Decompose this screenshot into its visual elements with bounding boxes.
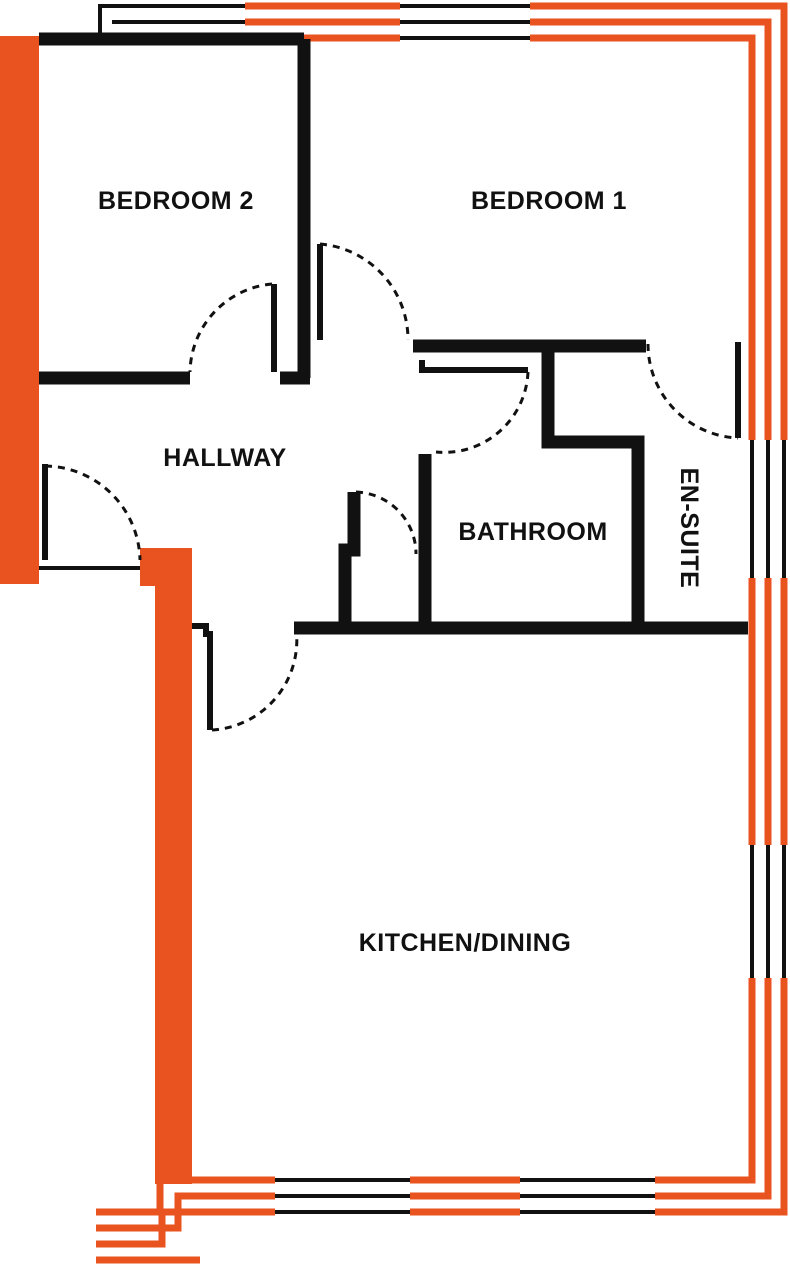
bottom-external-wall xyxy=(96,1176,520,1264)
room-label-hallway: HALLWAY xyxy=(163,444,286,472)
cupboard-door-swing xyxy=(355,490,418,555)
kitchen-door-swing xyxy=(211,627,299,732)
room-label-bathroom: BATHROOM xyxy=(458,518,607,546)
kitchen-right-window xyxy=(750,845,786,978)
kitchen-door-leaf xyxy=(192,623,213,730)
entrance-door-swing xyxy=(44,464,142,561)
ensuite-window xyxy=(750,440,786,578)
bathroom-door-leaf xyxy=(419,360,528,373)
door-swings xyxy=(44,242,739,732)
ensuite-door-swing xyxy=(646,343,739,440)
room-label-en-suite: EN-SUITE xyxy=(675,468,703,589)
kitchen-bottom-window-2 xyxy=(520,1178,655,1214)
room-labels: BEDROOM 2 BEDROOM 1 HALLWAY BATHROOM EN-… xyxy=(98,187,703,957)
room-label-bedroom-1: BEDROOM 1 xyxy=(471,187,627,215)
kitchen-left-external-wall xyxy=(155,548,192,1184)
windows xyxy=(39,4,786,1214)
bedroom1-door-swing xyxy=(319,242,410,341)
internal-walls xyxy=(39,32,748,730)
top-external-wall xyxy=(245,2,788,440)
room-label-bedroom-2: BEDROOM 2 xyxy=(98,187,254,215)
ensuite-divider-wall xyxy=(541,346,645,628)
left-external-wall xyxy=(0,36,39,584)
bathroom-door-swing xyxy=(435,371,530,454)
kitchen-corner-block xyxy=(140,548,170,586)
cupboard-wall xyxy=(338,492,361,628)
top-middle-window xyxy=(400,4,530,40)
room-label-kitchen-dining: KITCHEN/DINING xyxy=(359,929,572,957)
kitchen-bottom-window-1 xyxy=(275,1178,410,1214)
bedroom2-door-swing xyxy=(188,282,273,373)
right-external-wall xyxy=(655,578,788,1216)
